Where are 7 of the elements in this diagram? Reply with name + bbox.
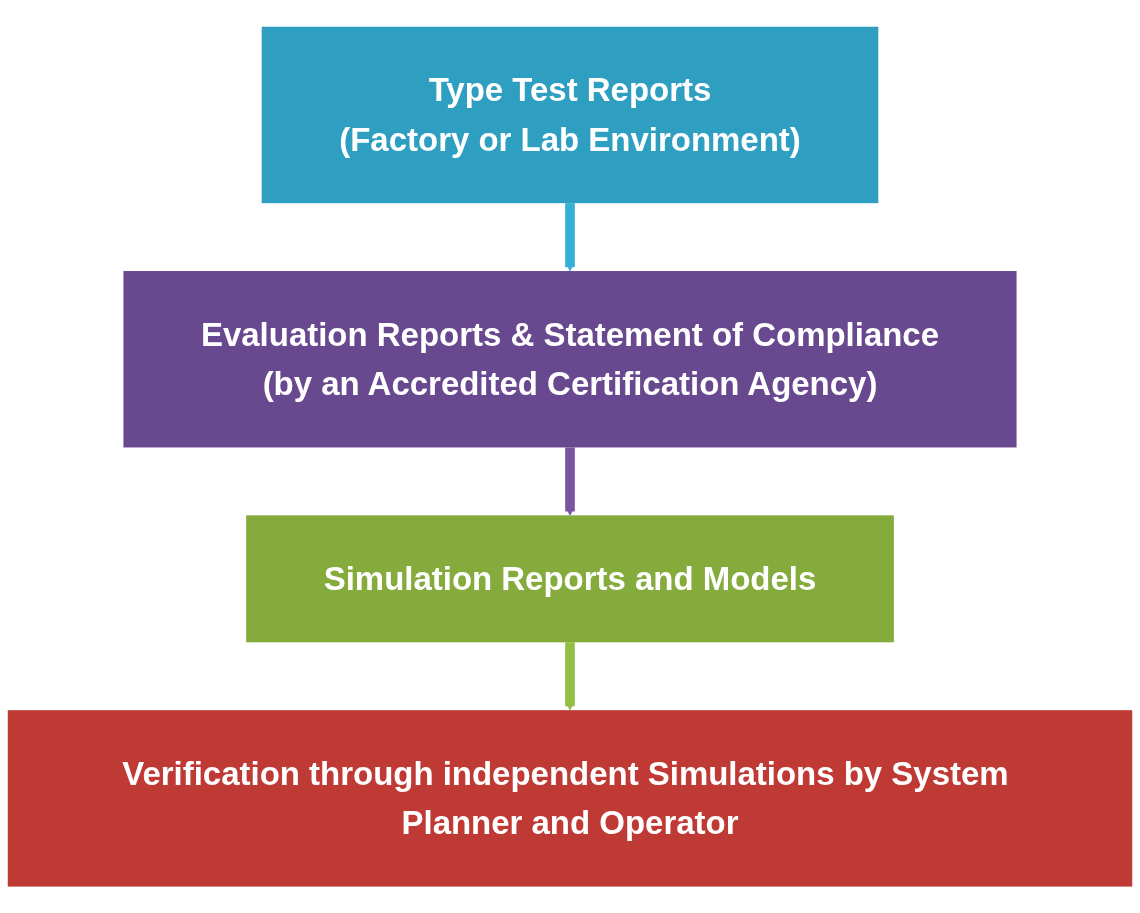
process-box: Verification through independent Simulations by System Planner and Operator xyxy=(7,710,1133,887)
process-box: Type Test Reports (Factory or Lab Environment) xyxy=(261,26,879,203)
process-box: Evaluation Reports & Statement of Compliance (by an Accredited Certification Agency) xyxy=(123,270,1017,448)
arrow xyxy=(565,203,575,272)
process-box: Simulation Reports and Models xyxy=(246,515,894,643)
arrow xyxy=(565,447,575,516)
arrow xyxy=(565,642,575,711)
